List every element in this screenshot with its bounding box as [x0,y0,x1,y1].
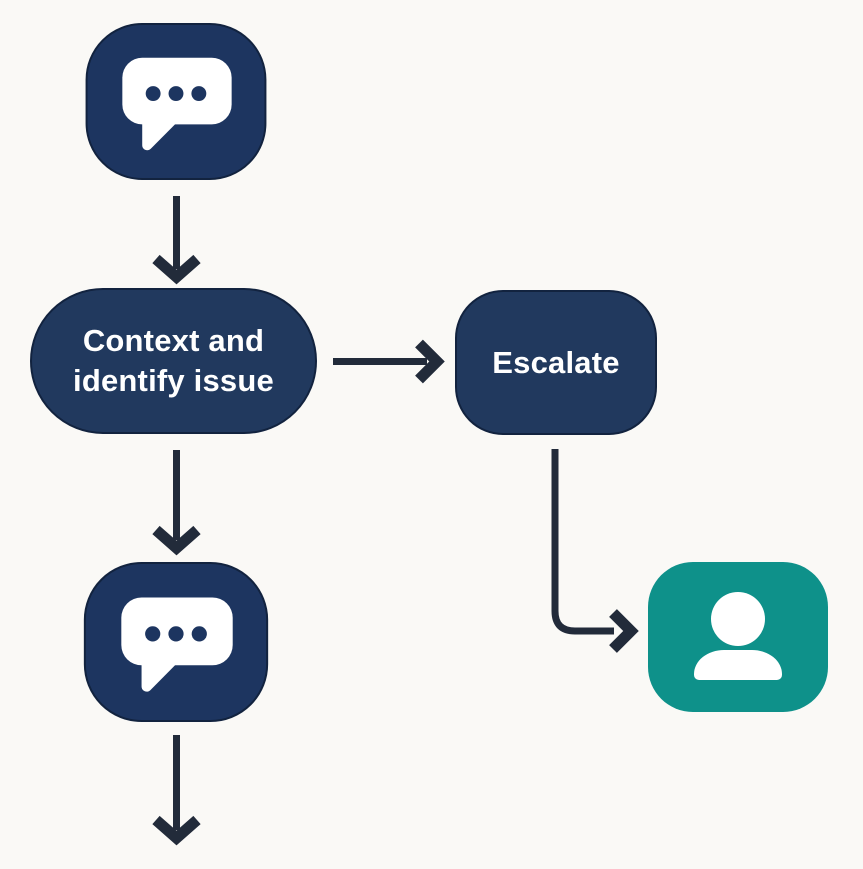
chat-bubble-icon [83,562,269,722]
speech-bubble-tail [141,655,178,692]
dot [145,626,161,642]
node-label-line: Context and [82,323,265,358]
node-escalate[interactable]: Escalate [455,290,657,435]
person-body [694,650,782,680]
node-context-and-identify-issue[interactable]: Context and identify issue [30,288,317,434]
arrow-context-to-chat-followup [152,450,201,556]
person-head [711,592,765,646]
node-label: Escalate [492,344,620,380]
dot [168,86,184,102]
chat-bubble-icon [85,23,267,180]
node-chat-start[interactable] [85,23,267,180]
node-human-agent[interactable] [648,562,828,712]
dot [191,626,207,642]
dot [191,86,207,102]
node-label-line: identify issue [73,363,274,398]
dot [168,626,184,642]
person-icon [648,562,828,712]
dot [145,86,161,102]
arrow-escalate-to-agent [551,449,639,653]
arrow-chat-followup-down [152,735,201,846]
arrow-context-to-escalate [333,339,445,384]
speech-bubble-tail [142,114,177,151]
arrow-chat-start-to-context [152,196,201,285]
node-chat-followup[interactable] [82,562,270,722]
